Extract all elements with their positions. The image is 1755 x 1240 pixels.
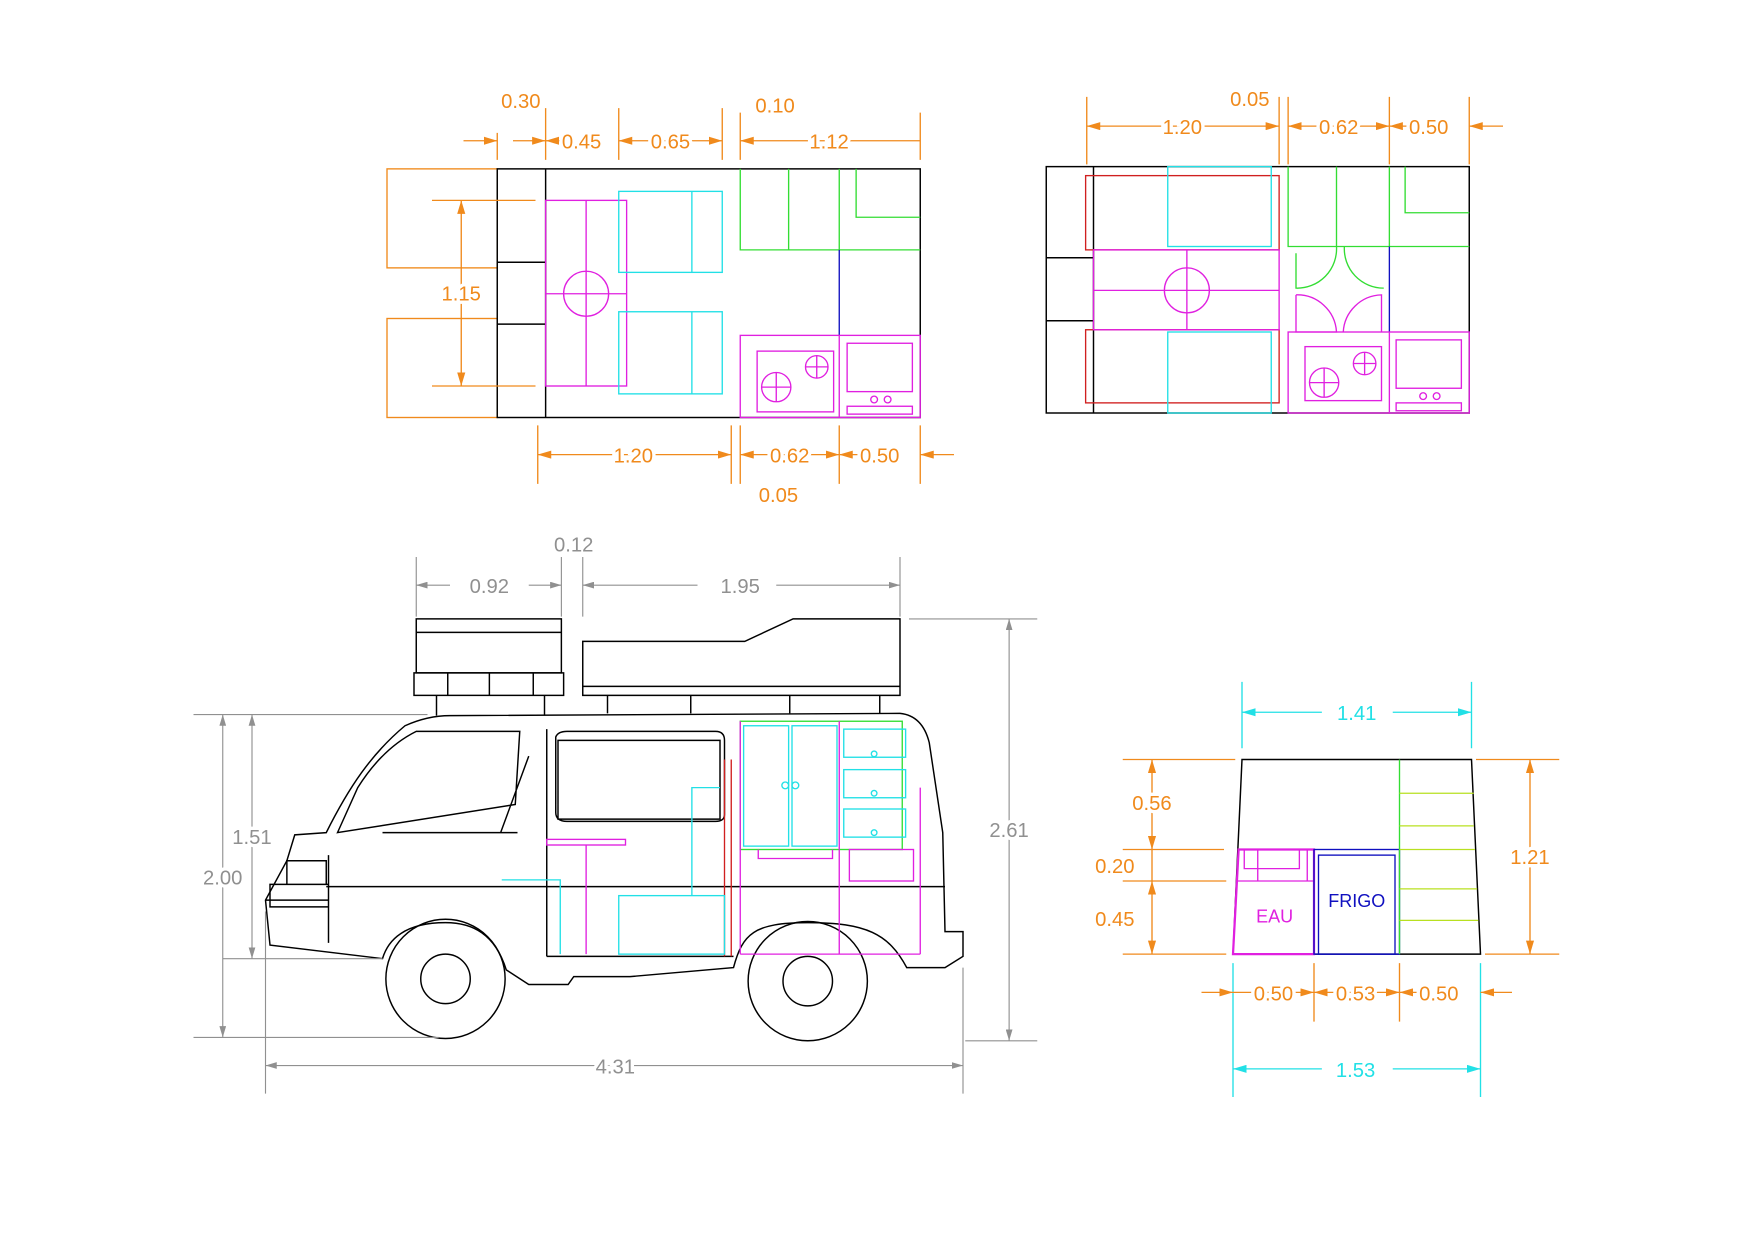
sink xyxy=(846,342,914,393)
dim-label: 0.30 xyxy=(501,91,540,113)
cab-seat-left xyxy=(386,168,498,269)
rear-dimensions: 1.41 1.53 0.56 0.20 0.45 1.21 0.50 0.53 … xyxy=(1095,681,1560,1097)
side-view: 0.92 0.12 1.95 2.61 1.51 2.00 4.31 xyxy=(193,534,1038,1094)
fridge: FRIGO xyxy=(1313,848,1401,955)
floor-plan-bed: 1.20 0.05 0.62 0.50 xyxy=(1045,89,1503,414)
interior-furniture xyxy=(501,720,921,957)
dim-label: 0.05 xyxy=(1230,89,1269,111)
dimensions-bottom: 1.20 0.62 0.50 0.05 xyxy=(537,425,954,507)
dim-label: 2.61 xyxy=(989,820,1028,842)
kitchen-unit xyxy=(739,334,921,419)
dim-label: 0.92 xyxy=(470,576,509,598)
dim-label: 1.21 xyxy=(1510,847,1549,869)
dim-label: 0.45 xyxy=(1095,909,1134,931)
water-label: EAU xyxy=(1256,907,1293,927)
dim-label: 1.12 xyxy=(809,132,848,154)
dim-label: 0.45 xyxy=(562,132,601,154)
cab-seat-right xyxy=(386,317,498,419)
table-side xyxy=(546,838,627,846)
van-body xyxy=(264,712,964,986)
dimension-left: 1.15 xyxy=(432,199,536,387)
cabinets xyxy=(1287,166,1470,248)
dim-label: 1.15 xyxy=(442,284,481,306)
dim-label: 0.05 xyxy=(759,485,798,507)
table-bed-base xyxy=(1092,249,1280,331)
table xyxy=(544,199,628,387)
bed-section xyxy=(1084,329,1280,404)
fridge-label: FRIGO xyxy=(1328,891,1385,911)
dim-label: 1.51 xyxy=(232,827,271,849)
dim-label: 1.95 xyxy=(721,576,760,598)
dim-label: 0.50 xyxy=(1419,983,1458,1005)
cabinet-doors xyxy=(1295,246,1384,289)
dim-label: 0.56 xyxy=(1132,793,1171,815)
dim-label: 0.50 xyxy=(1409,117,1448,139)
dim-label: 1.20 xyxy=(1163,117,1202,139)
dim-label: 0.62 xyxy=(770,446,809,468)
van-floor-outline xyxy=(496,168,921,419)
cabinets xyxy=(739,168,921,251)
dim-label: 0.50 xyxy=(1254,983,1293,1005)
wheel-rear xyxy=(747,920,869,1042)
wheel-front xyxy=(385,918,506,1040)
dim-label: 1.41 xyxy=(1337,703,1376,725)
roof-box xyxy=(413,618,565,716)
dim-label: 0.10 xyxy=(755,96,794,118)
kitchen-unit xyxy=(1287,331,1470,414)
rear-section-view: EAU FRIGO 1.41 1.53 0.56 0.20 0.45 1.21 xyxy=(1095,681,1560,1097)
bed-section xyxy=(1084,174,1280,251)
pop-top-roof xyxy=(582,618,901,714)
stove xyxy=(756,350,835,413)
dim-label: 0.62 xyxy=(1319,117,1358,139)
floor-plan-open: 0.30 0.45 0.65 0.10 1.12 1.15 1.20 0.62 … xyxy=(386,91,954,507)
dim-label: 1.20 xyxy=(614,446,653,468)
dim-label: 0.50 xyxy=(860,446,899,468)
bench-seat xyxy=(618,311,723,395)
water-tank: EAU xyxy=(1231,848,1316,956)
dimensions-top: 1.20 0.05 0.62 0.50 xyxy=(1086,89,1503,165)
dim-label: 1.53 xyxy=(1336,1060,1375,1082)
dim-label: 0.53 xyxy=(1336,983,1375,1005)
dim-label: 0.65 xyxy=(651,132,690,154)
dim-label: 2.00 xyxy=(203,867,242,889)
dim-label: 0.12 xyxy=(554,534,593,556)
dim-label: 4.31 xyxy=(596,1056,635,1078)
side-dimensions: 0.92 0.12 1.95 2.61 1.51 2.00 4.31 xyxy=(193,534,1038,1094)
bench-seat xyxy=(618,190,723,274)
dim-label: 0.20 xyxy=(1095,856,1134,878)
dimensions-top: 0.30 0.45 0.65 0.10 1.12 xyxy=(463,91,921,160)
